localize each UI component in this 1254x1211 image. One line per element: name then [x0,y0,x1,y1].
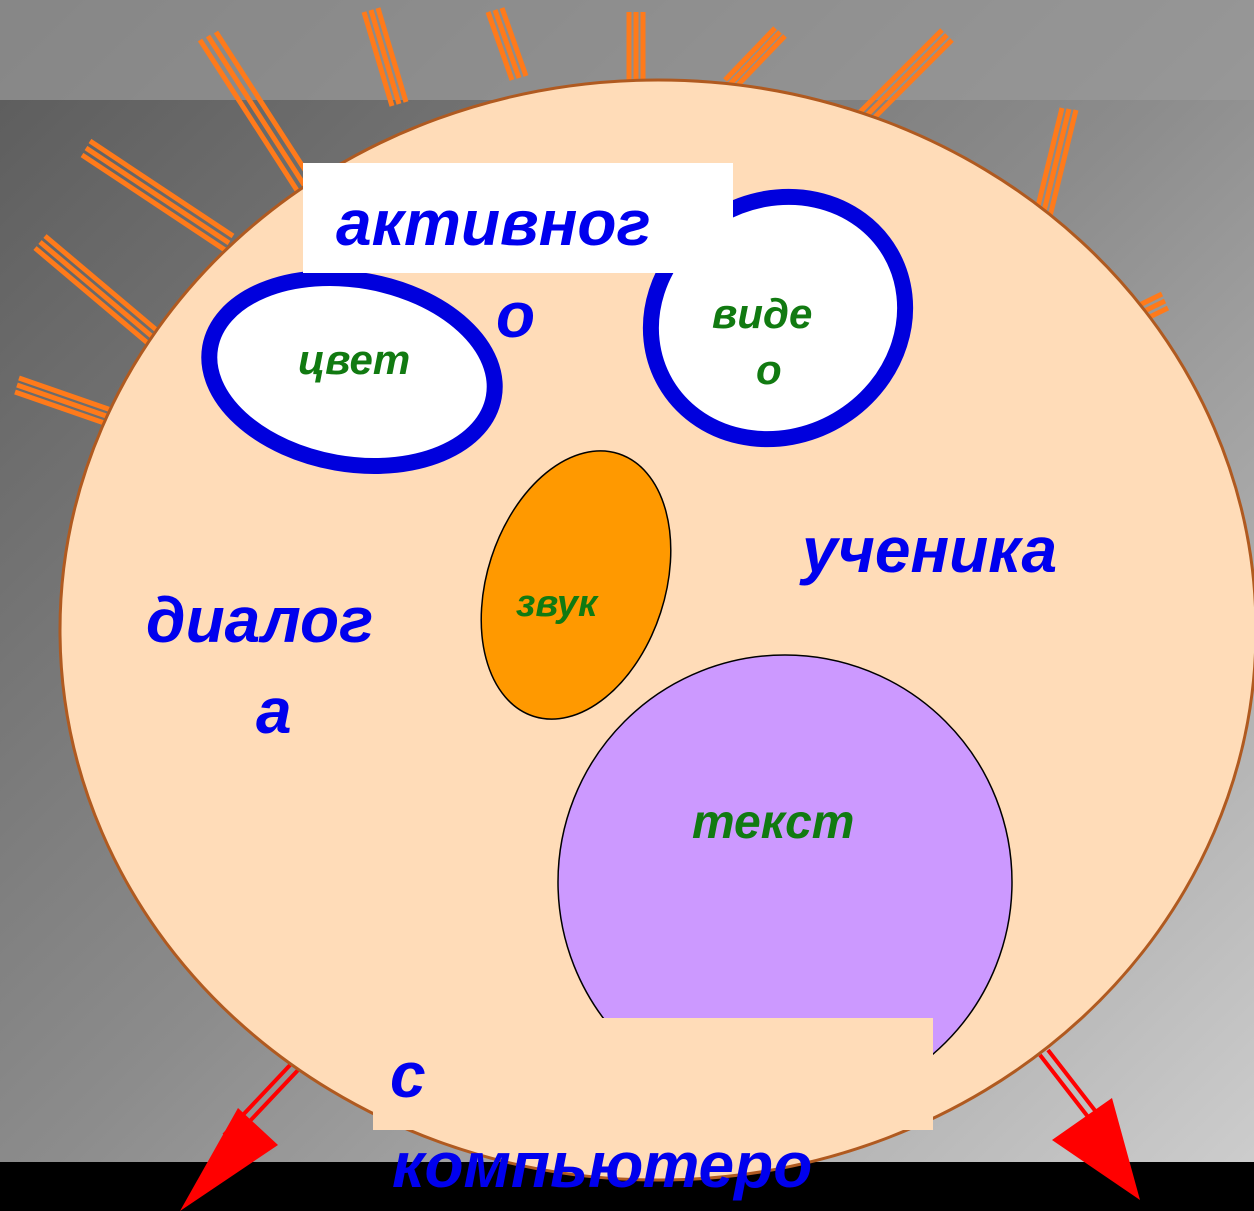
hair-strand [485,7,529,81]
label-uchenika: ученика [802,514,1058,586]
label-aktivnogo-2: о [496,279,536,351]
hair-strand [361,7,409,107]
label-bg-computer [373,1018,933,1130]
hair-strand [14,375,115,428]
label-dialoga-2: а [256,675,292,747]
label-bg-activity [303,163,733,273]
label-s: с [390,1039,426,1111]
label-tsvet: цвет [298,336,411,383]
label-dialoga-1: диалог [146,584,374,656]
hair-strand [197,30,319,197]
label-kompyutero: компьютеро [392,1129,813,1201]
label-zvuk: звук [516,583,598,625]
hair-strand [33,234,162,347]
right-arrow [1038,1048,1140,1200]
nose [480,450,672,720]
hair-strand [723,26,787,90]
left-eye [201,270,503,474]
hair-strands [14,7,1170,428]
label-tekst: текст [692,796,855,849]
left-arrow [180,1061,302,1211]
label-video-2: о [756,346,782,393]
label-video-1: виде [712,290,813,337]
hair-strand [80,138,235,253]
hair-strand [626,12,646,80]
label-aktivnogo-1: активног [336,187,651,259]
